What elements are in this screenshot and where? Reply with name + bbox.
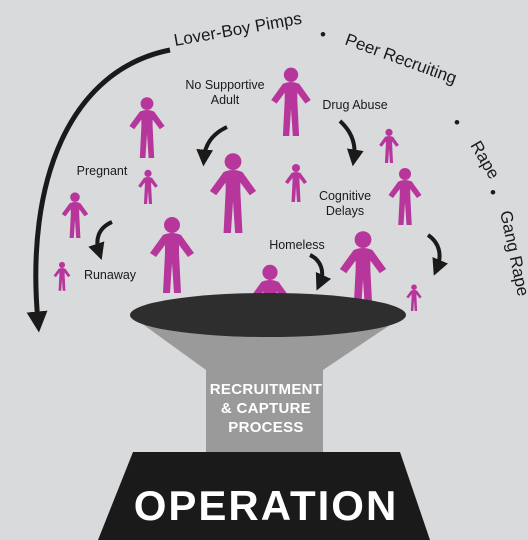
curved-arrow-icon [426,233,448,276]
arc-label-peer-recruiting: Peer Recruiting [343,30,460,88]
label-homeless: Homeless [269,238,325,252]
person-icon [406,284,422,311]
person-icon [271,67,311,136]
arc-label-gang-rape: Gang Rape [496,209,528,298]
operation-base [98,452,430,540]
arc-separator-3: • [490,183,496,202]
label-drug-abuse: Drug Abuse [322,98,387,112]
person-icon [129,97,165,158]
label-cognitive-delays-2: Delays [326,204,364,218]
person-icon [379,128,399,163]
label-cognitive-delays: Cognitive [319,189,371,203]
curved-arrow-icon [88,220,113,260]
arc-label-rape: Rape [467,138,504,183]
person-icon [61,192,89,238]
curved-arrow-icon [309,253,332,291]
person-icon [388,168,422,225]
funnel-body [130,315,405,453]
operation-title: OPERATION [134,482,399,529]
person-icon [53,261,71,291]
person-icon [285,164,307,202]
funnel-label-3: PROCESS [228,419,303,436]
arc-separator-1: • [320,25,326,44]
label-no-supportive-adult-2: Adult [211,93,240,107]
funnel-mouth [130,293,406,337]
curved-arrow-icon [196,125,228,167]
arc-separator-2: • [454,113,460,132]
person-icon [150,217,194,293]
arc-label-lover-boy-pimps: Lover-Boy Pimps [172,9,303,50]
label-runaway: Runaway [84,268,137,282]
funnel-label-2: & CAPTURE [221,400,311,417]
person-icon [138,169,158,204]
curved-arrow-icon [338,119,364,167]
outer-arc-arrow [26,47,171,333]
funnel-label-1: RECRUITMENT [210,381,322,398]
person-icon [209,153,257,233]
label-no-supportive-adult: No Supportive [185,78,264,92]
label-pregnant: Pregnant [77,164,128,178]
